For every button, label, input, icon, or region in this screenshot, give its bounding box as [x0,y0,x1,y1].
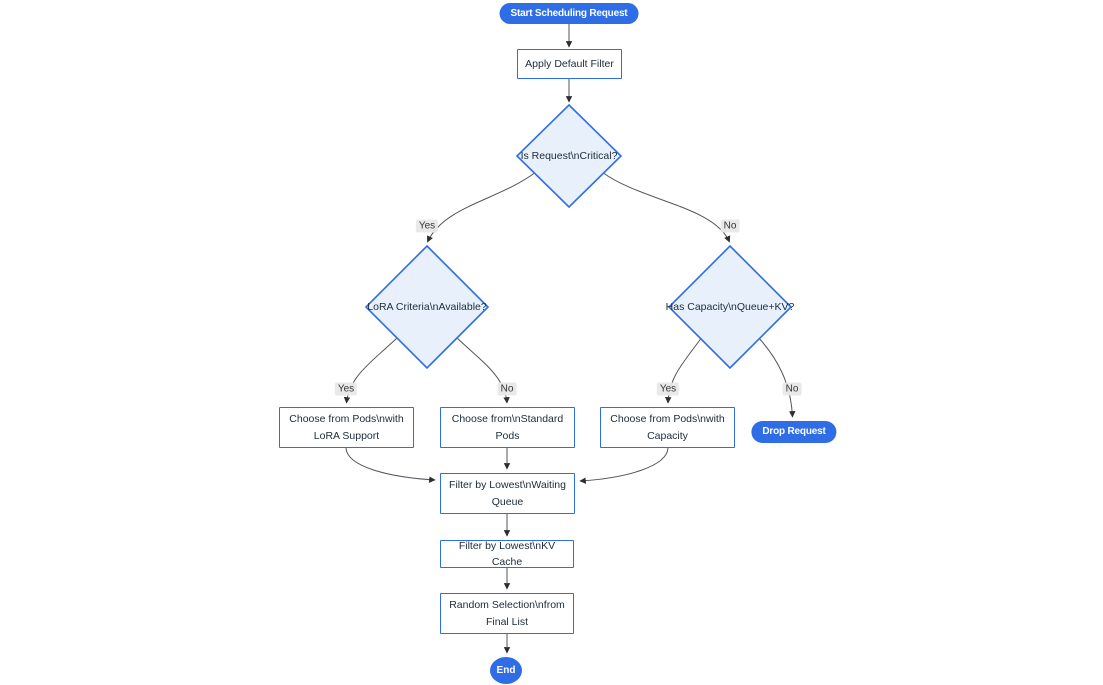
node-choose-lora-pods: Choose from Pods\nwith LoRA Support [279,407,414,448]
node-filter-kv-cache: Filter by Lowest\nKV Cache [440,540,574,568]
edge-critical-no [601,171,731,243]
node-has-capacity-label: Has Capacity\nQueue+KV? [665,301,795,313]
edge-label-lora-no: No [497,382,517,396]
edge-label-critical-no: No [720,219,740,233]
node-apply-default-filter: Apply Default Filter [517,49,622,79]
node-choose-standard-pods: Choose from\nStandard Pods [440,407,575,448]
node-lora-criteria-label: LoRA Criteria\nAvailable? [367,301,487,313]
edge-capacity-no [757,336,796,418]
node-filter-waiting-queue: Filter by Lowest\nWaiting Queue [440,473,575,514]
node-has-capacity-diamond [667,244,793,370]
node-random-selection: Random Selection\nfrom Final List [440,593,574,634]
node-start: Start Scheduling Request [499,3,639,24]
edge-label-critical-yes: Yes [415,219,439,233]
node-end: End [490,657,522,684]
node-choose-capacity-pods: Choose from Pods\nwith Capacity [600,407,735,448]
node-lora-criteria-diamond [364,244,490,370]
edge-label-capacity-no: No [782,382,802,396]
edge-lorapods-to-filter [345,447,436,483]
edge-label-capacity-yes: Yes [656,382,680,396]
edge-capacity-yes [664,336,703,404]
edge-critical-yes [426,171,537,243]
node-is-critical-label: Is Request\nCritical? [520,150,618,162]
edge-capacitypods-to-filter [579,447,669,484]
node-is-critical-diamond [515,103,623,209]
edge-label-lora-yes: Yes [334,382,358,396]
node-drop-request: Drop Request [751,421,837,443]
